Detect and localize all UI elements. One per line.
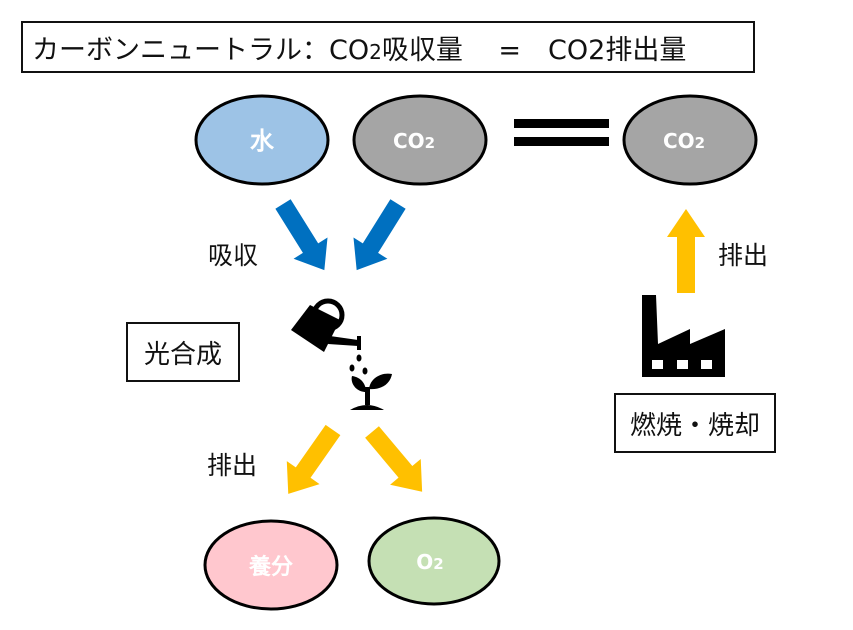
title-box: カーボンニュートラル：CO2吸収量 = CO2排出量 bbox=[21, 21, 755, 73]
node-co2-absorbed: CO2 bbox=[352, 94, 488, 186]
absorb-arrow-right bbox=[353, 199, 406, 271]
emit-arrow-left bbox=[286, 424, 341, 494]
node-oxygen-label: O2 bbox=[416, 550, 443, 574]
emit-arrow-right bbox=[365, 426, 423, 492]
node-co2-emitted-label: CO2 bbox=[663, 129, 705, 153]
equals-icon bbox=[514, 119, 609, 146]
node-water: 水 bbox=[194, 94, 330, 186]
combustion-box: 燃焼・焼却 bbox=[614, 393, 776, 453]
node-nutrients-label: 養分 bbox=[249, 554, 293, 580]
absorb-arrow-left bbox=[275, 199, 328, 271]
factory-icon bbox=[642, 295, 725, 377]
combustion-label: 燃焼・焼却 bbox=[629, 410, 760, 441]
node-co2-emitted: CO2 bbox=[622, 94, 758, 186]
node-water-label: 水 bbox=[250, 127, 275, 155]
photosynthesis-box: 光合成 bbox=[126, 322, 240, 382]
emit-arrow-up bbox=[667, 209, 705, 293]
absorb-label: 吸収 bbox=[208, 241, 259, 270]
node-nutrients: 養分 bbox=[203, 519, 339, 611]
node-co2-absorbed-label: CO2 bbox=[393, 129, 435, 153]
node-oxygen: O2 bbox=[367, 516, 501, 606]
emit-label-left: 排出 bbox=[207, 451, 258, 480]
photosynthesis-label: 光合成 bbox=[143, 339, 222, 370]
watering-can-icon bbox=[291, 298, 368, 375]
emit-label-right: 排出 bbox=[718, 241, 769, 270]
sprout-icon bbox=[350, 373, 392, 410]
title-text: カーボンニュートラル：CO2吸収量 = CO2排出量 bbox=[32, 34, 687, 66]
